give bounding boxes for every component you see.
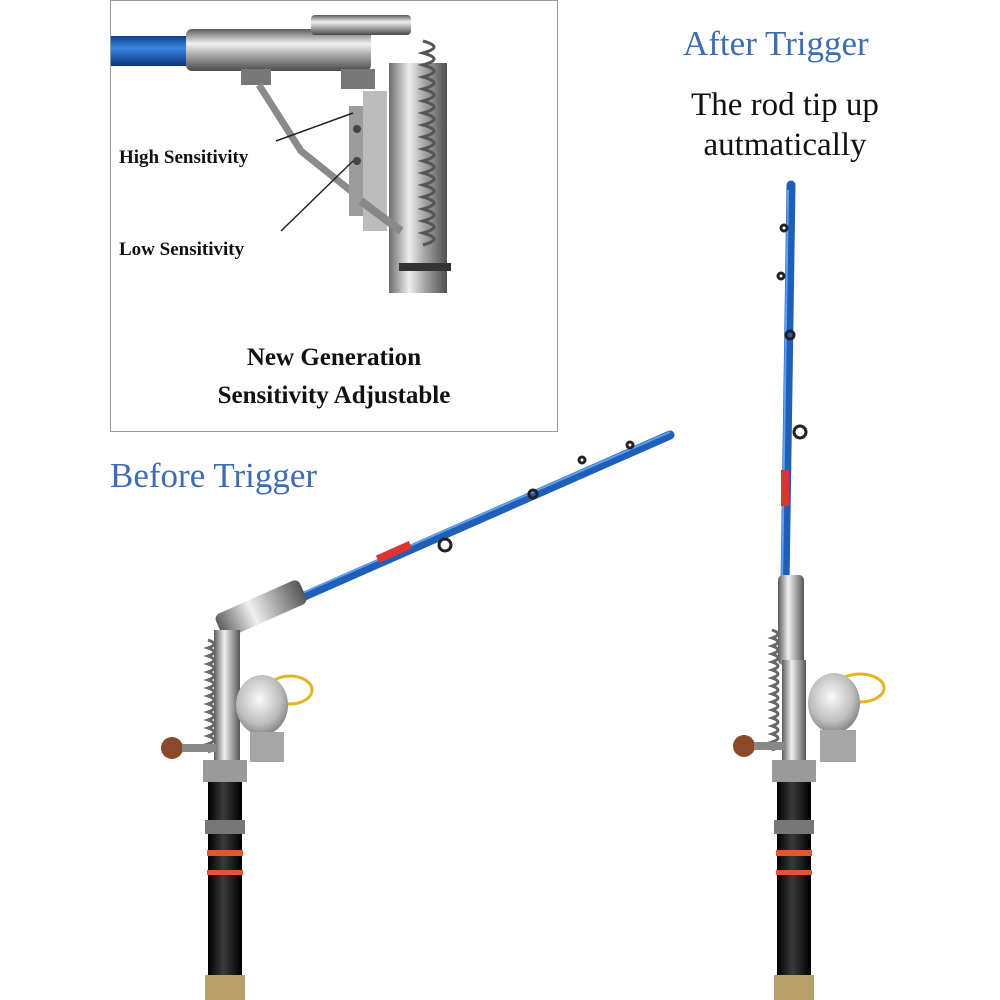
high-sensitivity-label: High Sensitivity bbox=[119, 147, 249, 168]
caption-line1: The rod tip up bbox=[691, 87, 879, 123]
adjust-knob-before bbox=[161, 737, 183, 759]
after-trigger-heading: After Trigger bbox=[683, 24, 869, 63]
spring-before bbox=[203, 638, 216, 754]
spring-after bbox=[767, 628, 780, 752]
trigger-spring bbox=[417, 39, 436, 247]
inset-title-line1: New Generation bbox=[246, 344, 422, 371]
inset-photo-panel: High Sensitivity Low Sensitivity New Gen… bbox=[110, 0, 558, 432]
adjust-knob-after bbox=[733, 735, 755, 757]
trigger-lever bbox=[256, 83, 354, 194]
high-sensitivity-pointer bbox=[275, 112, 354, 142]
holder-tube-after bbox=[778, 575, 804, 665]
rod-before-trigger bbox=[161, 430, 675, 1000]
before-trigger-heading: Before Trigger bbox=[110, 456, 318, 495]
low-sensitivity-pointer bbox=[280, 160, 354, 232]
inset-title-line2: Sensitivity Adjustable bbox=[217, 382, 451, 409]
rod-blank-after bbox=[780, 180, 796, 590]
trigger-mechanism-closeup bbox=[111, 15, 451, 293]
grip-before bbox=[208, 782, 242, 992]
low-sensitivity-label: Low Sensitivity bbox=[119, 239, 245, 260]
rod-blank-before bbox=[295, 430, 675, 603]
steel-rod-holder-tube bbox=[186, 29, 371, 71]
caption-line2: autmatically bbox=[703, 127, 867, 163]
grip-after bbox=[777, 782, 811, 992]
line-guide bbox=[792, 424, 808, 440]
line-guide bbox=[437, 537, 453, 553]
holder-tube-before bbox=[215, 580, 307, 638]
reel-after bbox=[808, 673, 860, 733]
steel-post bbox=[389, 63, 447, 293]
reel-before bbox=[236, 675, 288, 735]
rod-after-trigger bbox=[733, 180, 886, 1000]
